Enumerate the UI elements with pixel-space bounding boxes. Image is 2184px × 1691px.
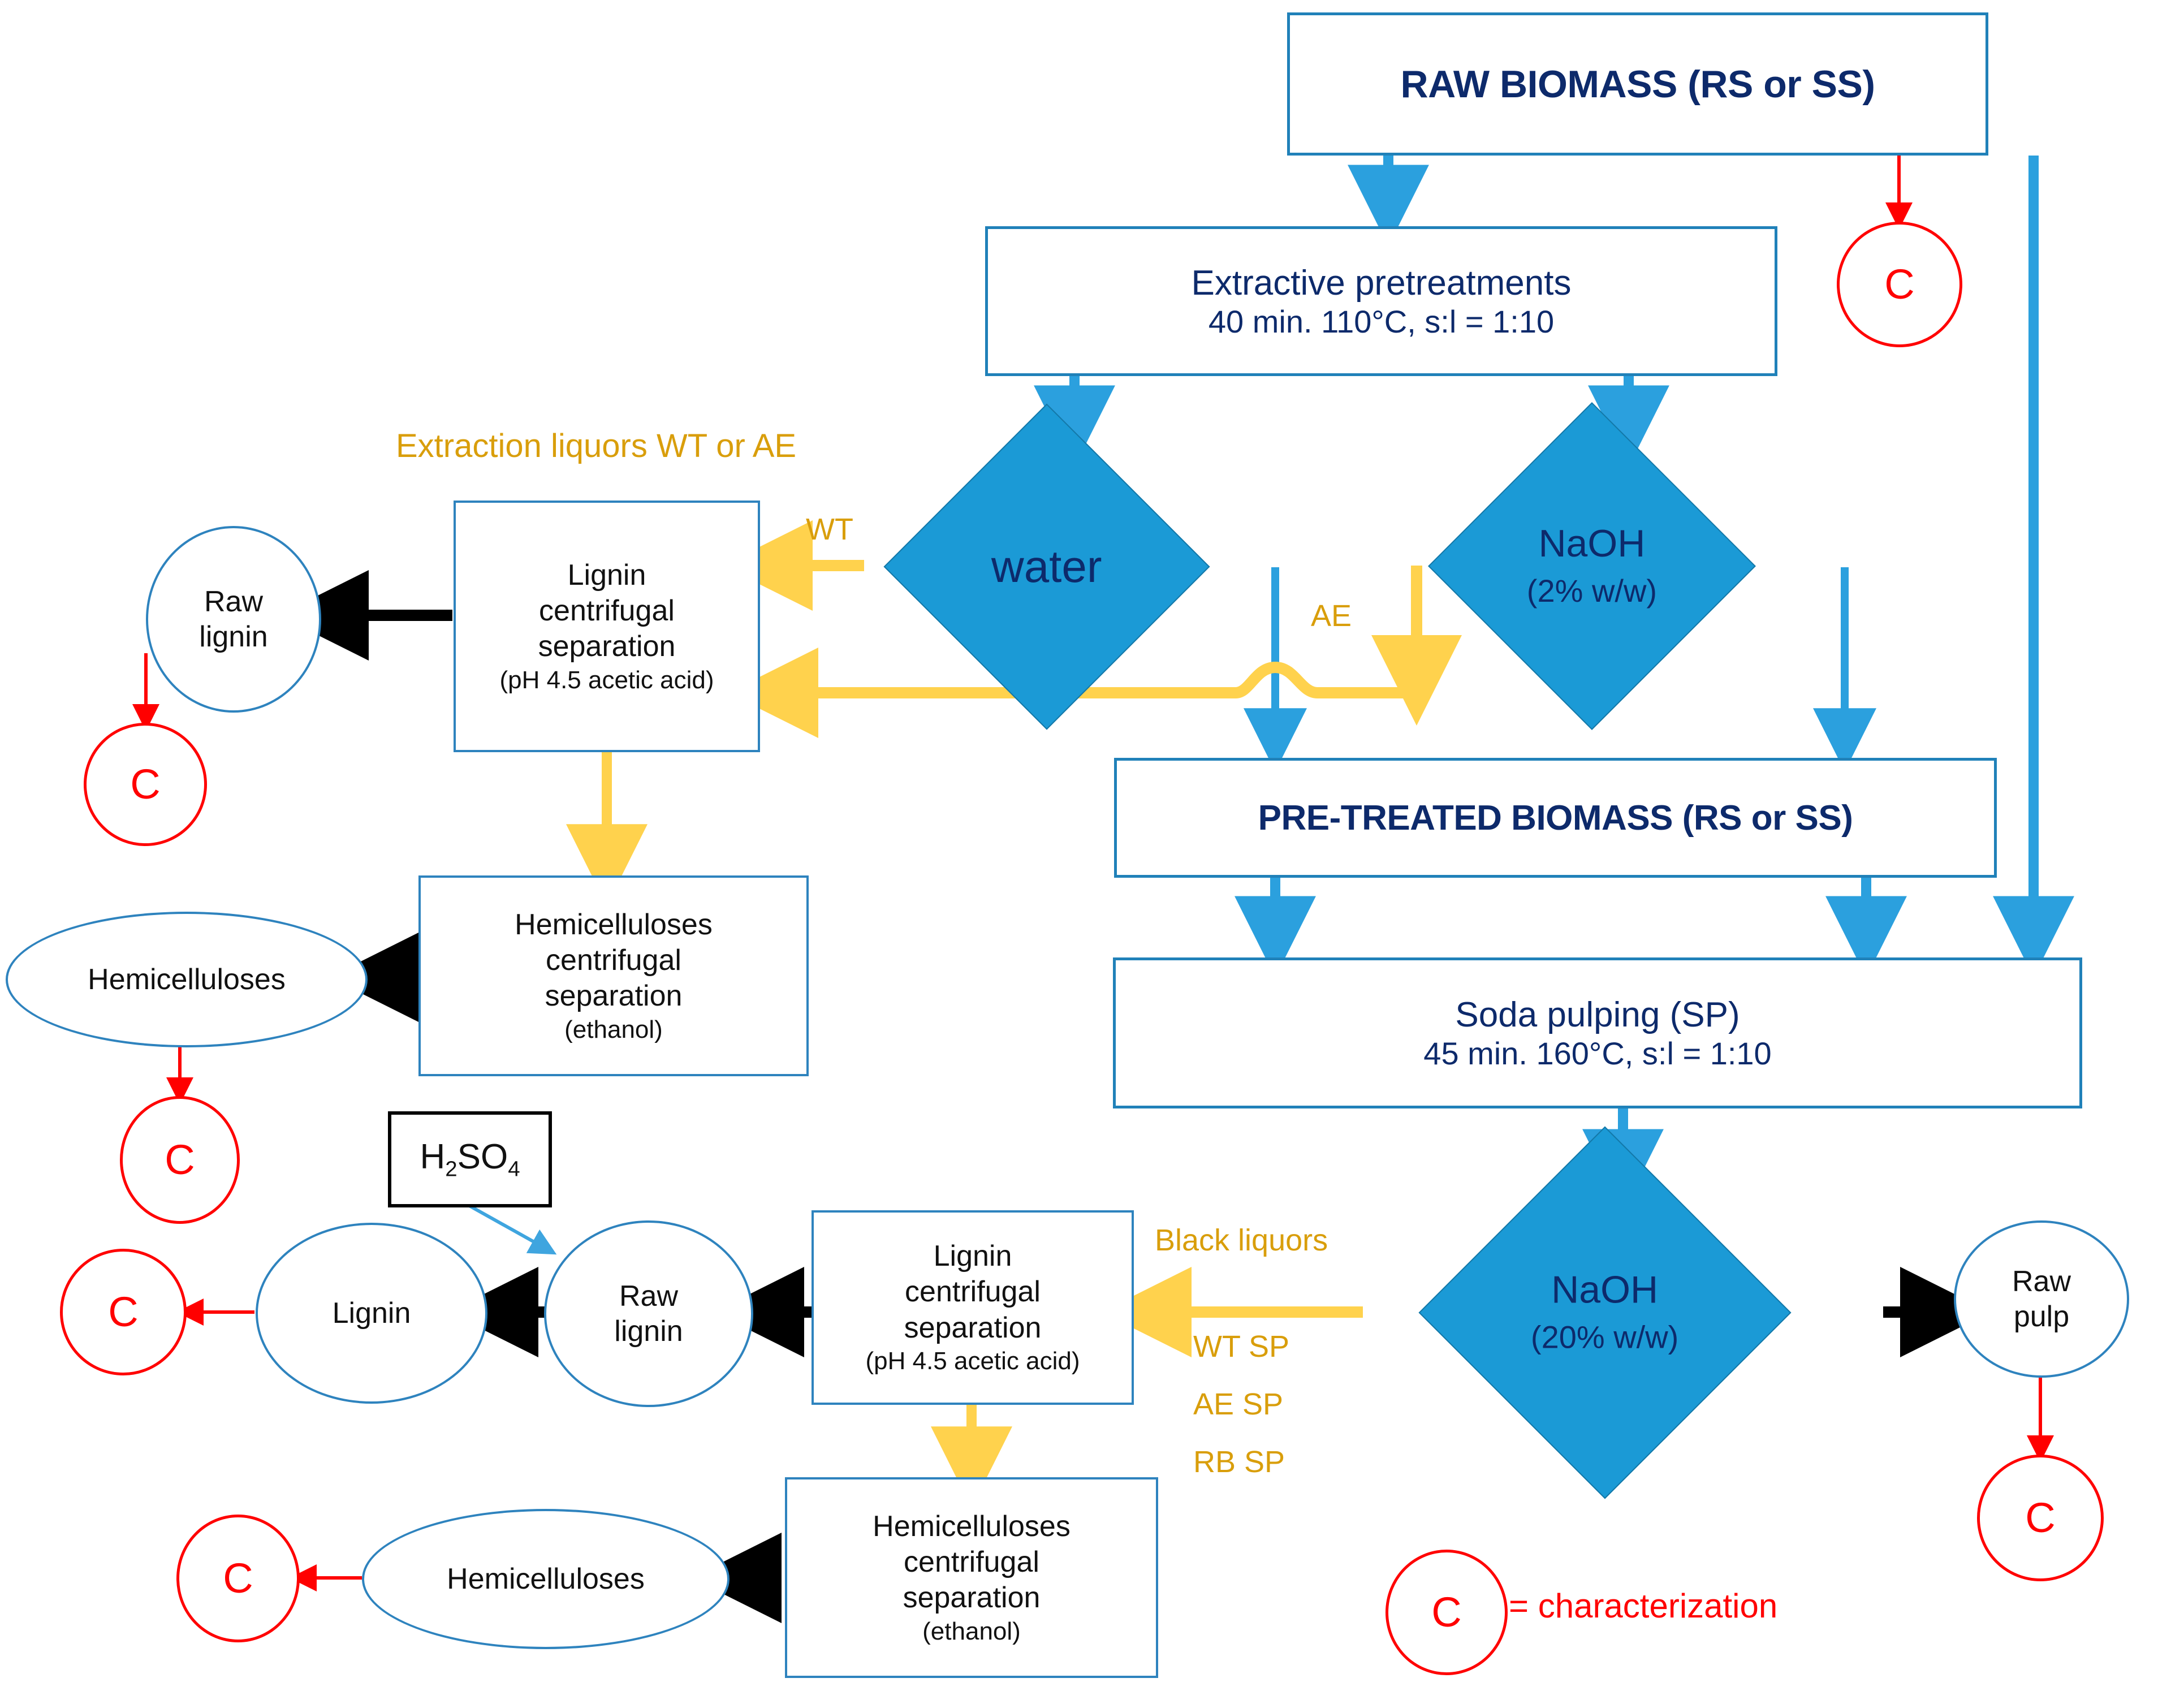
rb-sp-label: RB SP bbox=[1193, 1445, 1285, 1479]
raw-pulp-ellipse[interactable]: Raw pulp bbox=[1954, 1220, 2129, 1378]
soda-pulping-line1: Soda pulping (SP) bbox=[1455, 995, 1740, 1034]
pretreated-biomass-box[interactable]: PRE-TREATED BIOMASS (RS or SS) bbox=[1114, 758, 1997, 878]
characterization-marker-hemicelluloses-bottom[interactable]: C bbox=[176, 1515, 300, 1642]
characterization-marker-label: C bbox=[108, 1288, 139, 1335]
characterization-marker-raw-lignin-top[interactable]: C bbox=[84, 723, 207, 846]
wt-label: WT bbox=[806, 512, 853, 546]
naoh-20-line2: (20% w/w) bbox=[1531, 1319, 1679, 1355]
lignin-sep-bottom-line1: Lignin bbox=[933, 1240, 1012, 1272]
raw-biomass-label: RAW BIOMASS (RS or SS) bbox=[1400, 62, 1875, 106]
lignin-sep-bottom-line4: (pH 4.5 acetic acid) bbox=[865, 1347, 1080, 1375]
h2so4-label: H2SO4 bbox=[420, 1137, 520, 1181]
characterization-legend-text: = characterization bbox=[1509, 1587, 1778, 1625]
naoh-2-line2: (2% w/w) bbox=[1526, 572, 1658, 609]
extractive-pretreatments-line2: 40 min. 110°C, s:l = 1:10 bbox=[1208, 303, 1555, 339]
hemi-sep-bottom-line2: centrifugal bbox=[904, 1545, 1039, 1578]
lignin-sep-bottom-line2: centrifugal bbox=[905, 1275, 1041, 1309]
lignin-centrifugal-separation-top-box[interactable]: Lignin centrifugal separation (pH 4.5 ac… bbox=[454, 501, 760, 752]
pretreated-biomass-label: PRE-TREATED BIOMASS (RS or SS) bbox=[1258, 798, 1853, 838]
characterization-marker-raw-pulp[interactable]: C bbox=[1977, 1455, 2104, 1581]
raw-lignin-bottom-label: Raw lignin bbox=[614, 1279, 683, 1348]
wt-sp-label: WT SP bbox=[1193, 1330, 1290, 1364]
hemi-sep-bottom-line1: Hemicelluloses bbox=[873, 1509, 1071, 1543]
lignin-centrifugal-separation-bottom-box[interactable]: Lignin centrifugal separation (pH 4.5 ac… bbox=[812, 1210, 1134, 1405]
characterization-marker-label: C bbox=[165, 1136, 195, 1183]
hemi-sep-bottom-line4: (ethanol) bbox=[922, 1617, 1021, 1645]
naoh-20-diamond[interactable]: NaOH (20% w/w) bbox=[1418, 1126, 1792, 1499]
water-diamond-label: water bbox=[991, 541, 1102, 592]
characterization-marker-label: C bbox=[2025, 1494, 2056, 1541]
naoh-20-line1: NaOH bbox=[1551, 1268, 1659, 1312]
extraction-liquors-label: Extraction liquors WT or AE bbox=[396, 428, 797, 464]
hemi-sep-top-line4: (ethanol) bbox=[564, 1015, 663, 1043]
lignin-bottom-ellipse[interactable]: Lignin bbox=[256, 1223, 487, 1404]
characterization-marker-label: C bbox=[130, 760, 161, 808]
naoh-2-diamond[interactable]: NaOH (2% w/w) bbox=[1428, 402, 1756, 730]
characterization-marker-label: C bbox=[223, 1554, 253, 1602]
characterization-marker-lignin[interactable]: C bbox=[60, 1249, 187, 1375]
hemi-sep-top-line2: centrifugal bbox=[546, 943, 681, 977]
connector-h2so4-to-rawligninb bbox=[468, 1204, 557, 1255]
hemicelluloses-top-label: Hemicelluloses bbox=[88, 963, 286, 996]
hemi-sep-top-line3: separation bbox=[545, 980, 683, 1013]
characterization-marker-raw-biomass[interactable]: C bbox=[1837, 222, 1962, 347]
lignin-sep-bottom-line3: separation bbox=[904, 1311, 1042, 1344]
hemicelluloses-centrifugal-separation-top-box[interactable]: Hemicelluloses centrifugal separation (e… bbox=[418, 875, 809, 1076]
hemi-sep-top-line1: Hemicelluloses bbox=[515, 908, 713, 941]
hemi-sep-bottom-line3: separation bbox=[903, 1581, 1041, 1615]
characterization-marker-label: C bbox=[1431, 1588, 1462, 1636]
raw-lignin-top-label: Raw lignin bbox=[199, 585, 268, 653]
hemicelluloses-centrifugal-separation-bottom-box[interactable]: Hemicelluloses centrifugal separation (e… bbox=[785, 1477, 1158, 1678]
soda-pulping-line2: 45 min. 160°C, s:l = 1:10 bbox=[1423, 1035, 1772, 1071]
h2so4-box[interactable]: H2SO4 bbox=[388, 1111, 552, 1207]
naoh-20-diamond-label: NaOH (20% w/w) bbox=[1531, 1267, 1678, 1358]
soda-pulping-box[interactable]: Soda pulping (SP) 45 min. 160°C, s:l = 1… bbox=[1113, 957, 2082, 1108]
black-liquors-label: Black liquors bbox=[1155, 1223, 1328, 1257]
ae-label: AE bbox=[1311, 599, 1352, 633]
raw-lignin-top-ellipse[interactable]: Raw lignin bbox=[146, 526, 321, 713]
extractive-pretreatments-line1: Extractive pretreatments bbox=[1191, 263, 1572, 303]
lignin-sep-top-line2: centrifugal bbox=[539, 594, 675, 627]
lignin-sep-top-line1: Lignin bbox=[567, 558, 646, 592]
naoh-2-diamond-label: NaOH (2% w/w) bbox=[1527, 521, 1657, 611]
ae-sp-label: AE SP bbox=[1193, 1387, 1284, 1421]
water-diamond[interactable]: water bbox=[883, 403, 1210, 730]
extractive-pretreatments-box[interactable]: Extractive pretreatments 40 min. 110°C, … bbox=[985, 226, 1777, 376]
lignin-bottom-label: Lignin bbox=[332, 1296, 411, 1330]
characterization-marker-hemicelluloses-top[interactable]: C bbox=[120, 1096, 240, 1224]
hemicelluloses-bottom-ellipse[interactable]: Hemicelluloses bbox=[362, 1509, 730, 1649]
raw-biomass-box[interactable]: RAW BIOMASS (RS or SS) bbox=[1287, 12, 1988, 156]
hemicelluloses-bottom-label: Hemicelluloses bbox=[447, 1562, 645, 1595]
raw-pulp-label: Raw pulp bbox=[2012, 1265, 2071, 1333]
raw-lignin-bottom-ellipse[interactable]: Raw lignin bbox=[544, 1220, 753, 1407]
naoh-2-line1: NaOH bbox=[1538, 521, 1646, 565]
lignin-sep-top-line4: (pH 4.5 acetic acid) bbox=[499, 666, 714, 694]
lignin-sep-top-line3: separation bbox=[538, 630, 676, 663]
characterization-legend-marker: C bbox=[1385, 1550, 1508, 1675]
characterization-marker-label: C bbox=[1884, 260, 1915, 308]
hemicelluloses-top-ellipse[interactable]: Hemicelluloses bbox=[6, 912, 368, 1047]
